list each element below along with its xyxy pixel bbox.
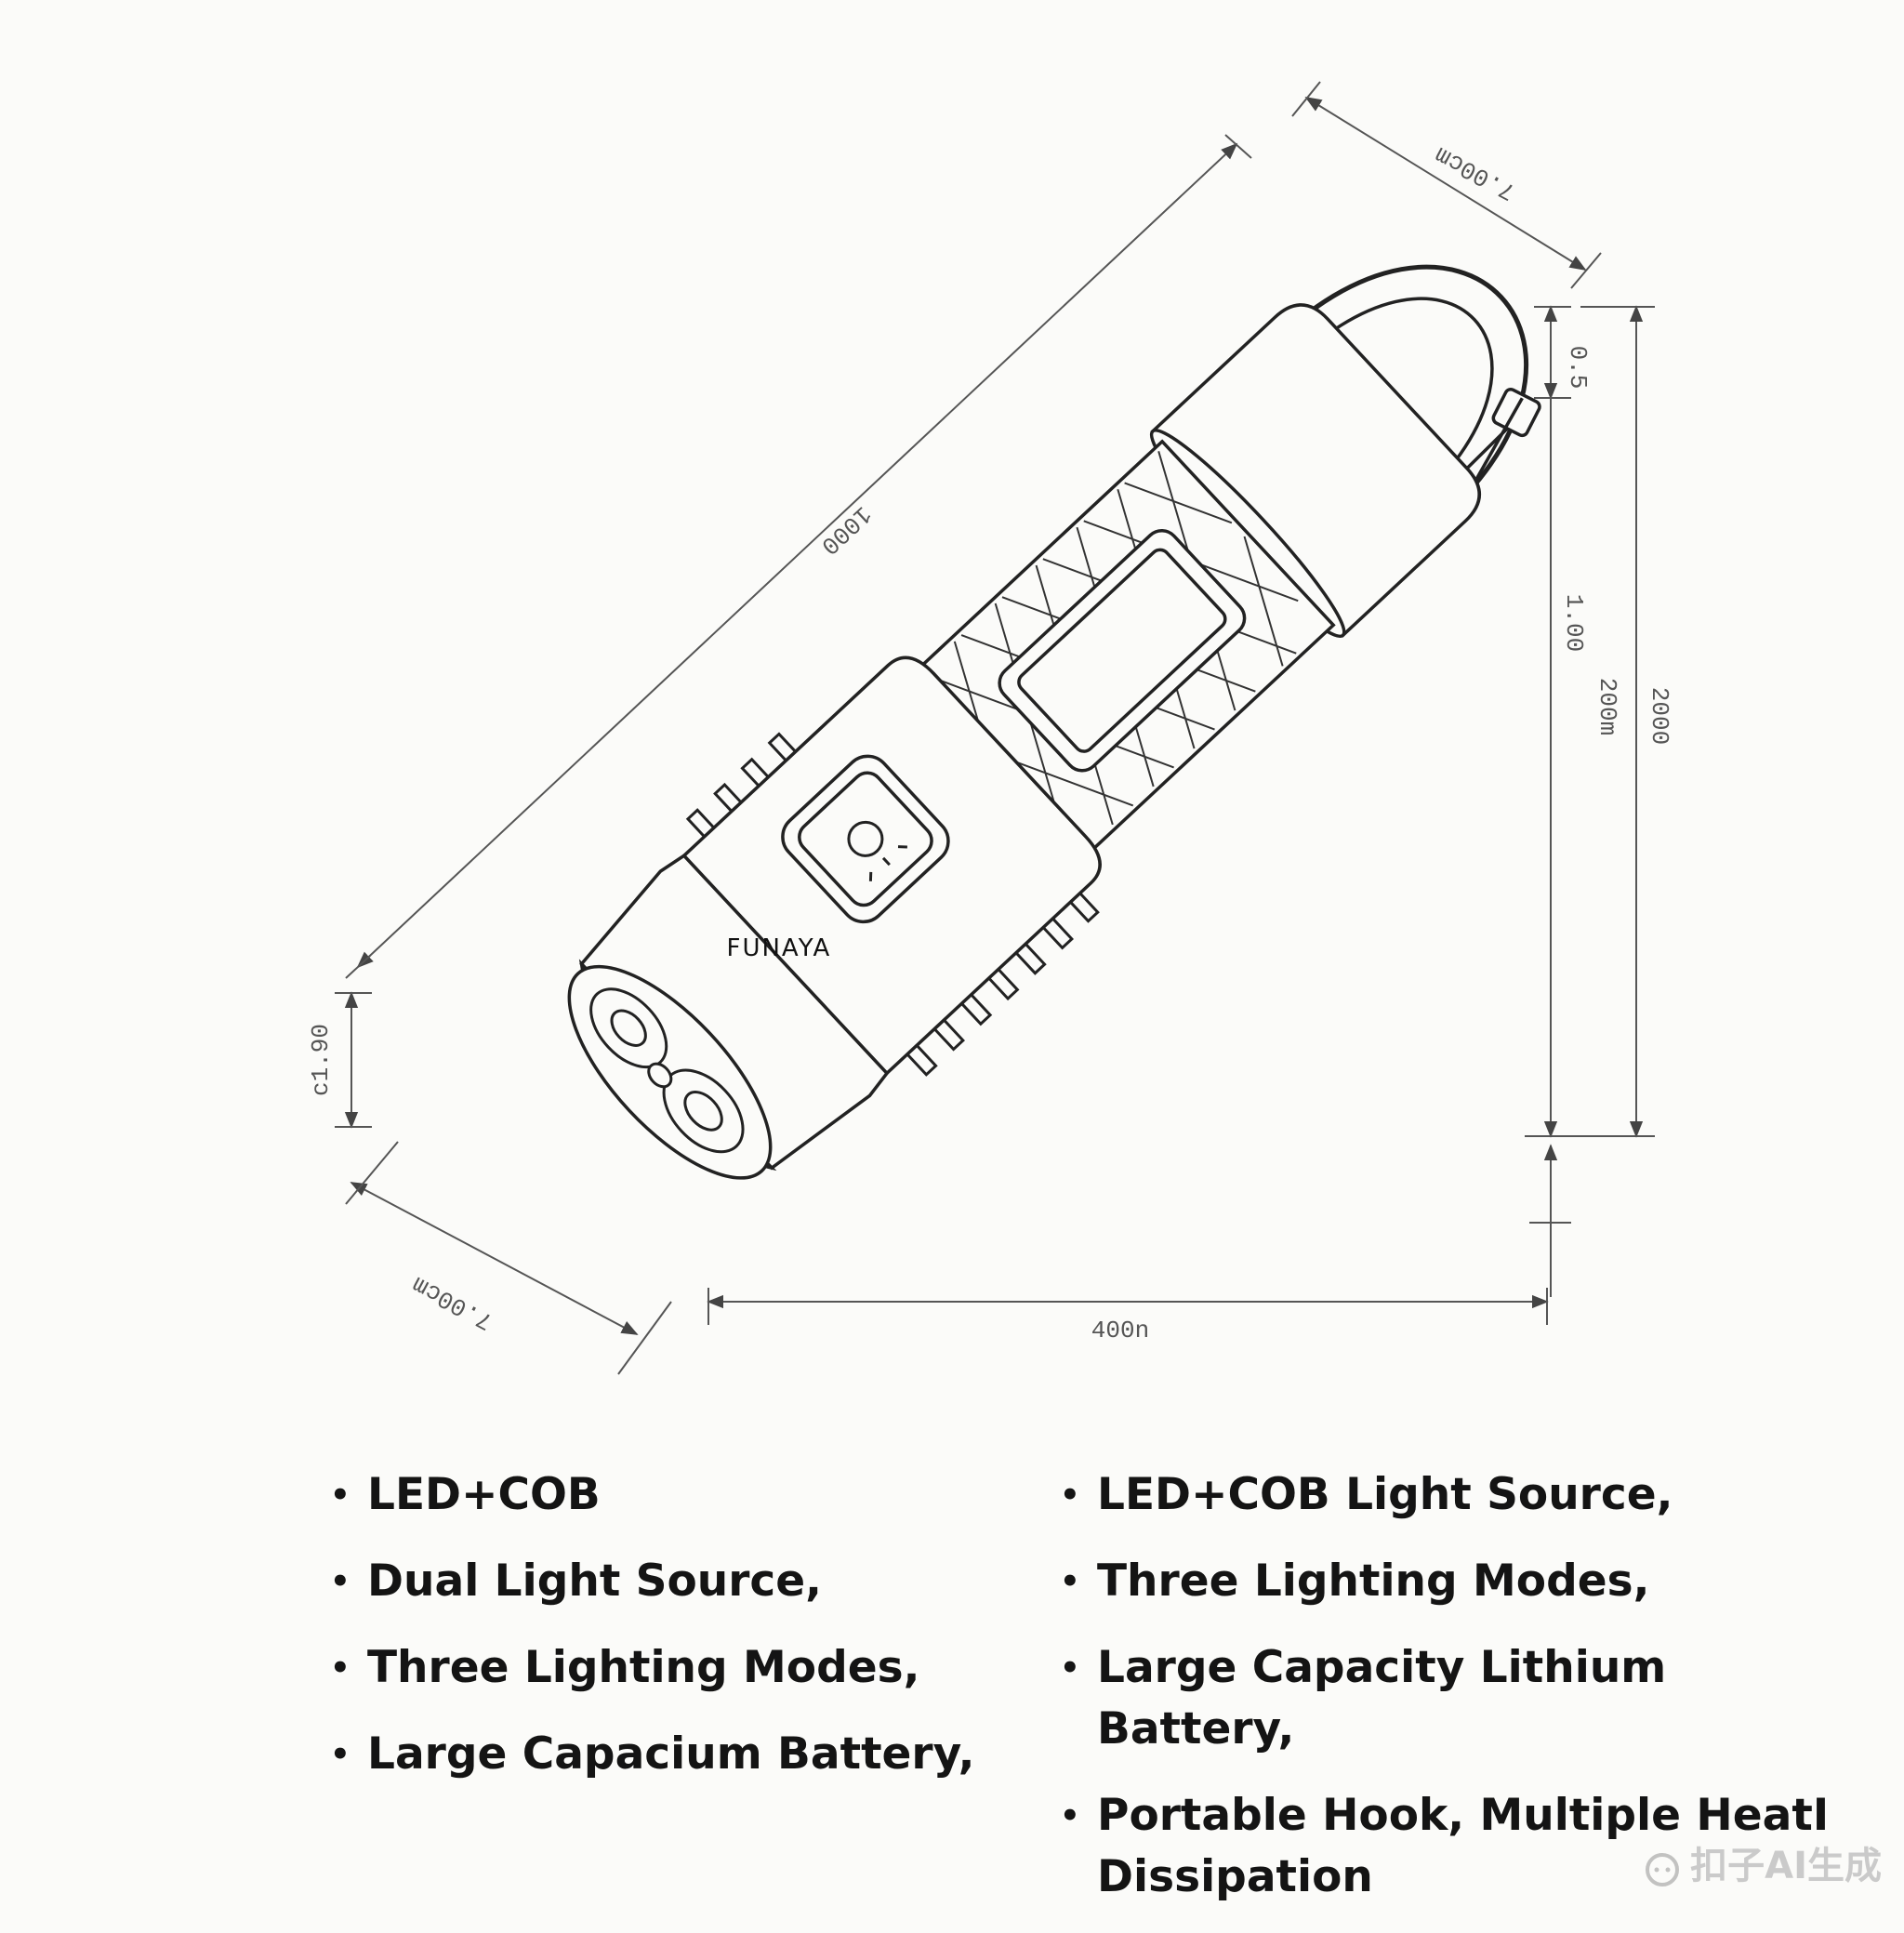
dim-head-width: 7.00cm	[407, 1270, 497, 1335]
feature-item: •Three Lighting Modes,	[1060, 1556, 1650, 1607]
heat-sink-fins	[685, 732, 1100, 1077]
flashlight-outline: FUNAYA	[567, 264, 1541, 1180]
feature-text: Large Capacium Battery,	[367, 1728, 975, 1780]
feature-item: •LED+COB Light Source,	[1060, 1469, 1673, 1520]
feature-list-left: •LED+COB •Dual Light Source, •Three Ligh…	[330, 1464, 1037, 1810]
watermark-text: 扣子AI生成	[1690, 1845, 1882, 1887]
dim-hook-width: 7.00cm	[1430, 140, 1520, 205]
brand-logo-text: FUNAYA	[726, 934, 831, 962]
dim-total-height: 2000	[1646, 687, 1673, 745]
feature-item: •LED+COB	[330, 1469, 601, 1520]
dimension-lines	[335, 81, 1655, 1375]
feature-item: •Dual Light Source,	[330, 1556, 823, 1607]
feature-item: •Large Capacium Battery,	[330, 1728, 975, 1780]
feature-list-right: •LED+COB Light Source, •Three Lighting M…	[1060, 1464, 1878, 1933]
ai-logo-icon	[1646, 1853, 1680, 1887]
dim-hook-height: 0.5	[1564, 346, 1592, 390]
feature-text: Three Lighting Modes,	[1097, 1556, 1650, 1607]
dim-body-height-b: 200m	[1593, 678, 1621, 735]
light-bulb-icon	[847, 820, 907, 881]
dim-body-height-a: 1.00	[1560, 594, 1588, 652]
feature-text: Three Lighting Modes,	[367, 1642, 920, 1693]
watermark: 扣子AI生成	[1642, 1835, 1882, 1889]
feature-text: LED+COB Light Source,	[1097, 1469, 1673, 1520]
end-cap	[1150, 303, 1481, 638]
feature-text: LED+COB	[367, 1469, 601, 1520]
feature-item: •Large Capacity Lithium Battery,	[1060, 1642, 1667, 1754]
feature-text: Large Capacity Lithium Battery,	[1097, 1642, 1667, 1754]
led-lenses	[589, 987, 745, 1154]
feature-item: •Three Lighting Modes,	[330, 1642, 920, 1693]
feature-text: Dual Light Source,	[367, 1556, 823, 1607]
dim-base-length: 400n	[1091, 1317, 1149, 1344]
dim-head-height: c1.90	[307, 1024, 335, 1096]
flashlight-technical-drawing: 1000 7.00cm 0.5 1.00 200m 2000 c1.90 7.0…	[307, 81, 1673, 1375]
feature-text: Portable Hook, Multiple HeatI Dissipatio…	[1097, 1790, 1830, 1902]
feature-item: •Portable Hook, Multiple HeatI Dissipati…	[1060, 1790, 1830, 1902]
